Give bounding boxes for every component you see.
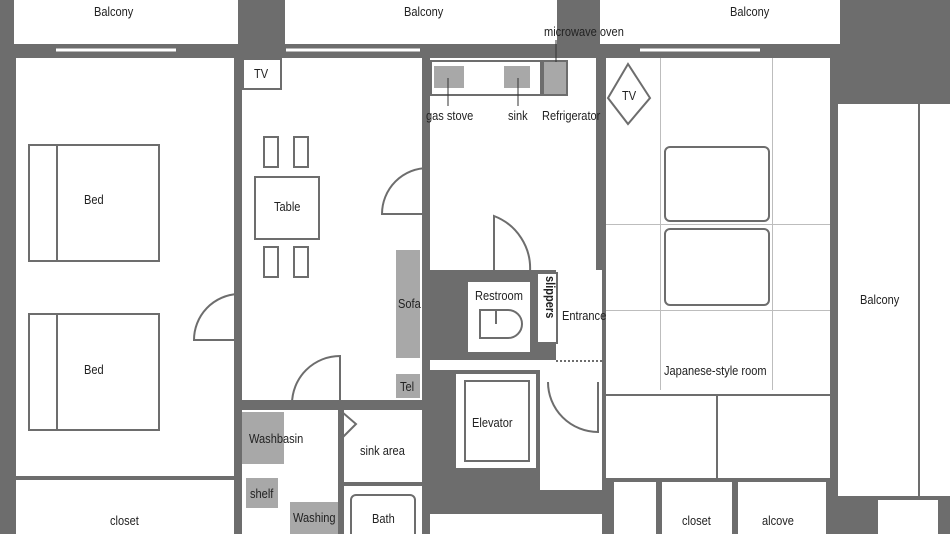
washbasin-fixture [242,412,284,464]
label-elevator: Elevator [472,415,513,430]
bathtub [350,494,416,534]
sofa [396,250,420,358]
tatami-h2 [606,310,830,311]
washing-machine [290,502,338,534]
label-gas-stove: gas stove [426,108,474,123]
door-swing-sink [341,411,358,439]
alcove-area [738,482,826,534]
label-bed-bottom: Bed [84,362,104,377]
futon-top [664,146,770,222]
label-shelf: shelf [250,486,274,501]
gas-stove-fixture [434,66,464,88]
label-alcove: alcove [762,513,794,528]
tatami-h1 [606,224,830,225]
label-washing: Washing [293,510,336,525]
tatami-v3 [716,394,718,478]
futon-bottom [664,228,770,306]
bottom-right-edge [878,500,938,534]
label-sink: sink [508,108,528,123]
label-balcony-left: Balcony [94,4,134,19]
toilet-icon [479,309,523,339]
dining-room [242,58,422,400]
shelf-fixture [246,478,278,508]
label-japanese-room: Japanese-style room [664,363,767,378]
balcony-strip [918,104,938,496]
bedroom [16,58,234,476]
elevator-car [464,380,530,462]
label-bed-top: Bed [84,192,104,207]
kitchen [430,58,596,270]
label-slippers: slippers [543,276,558,319]
bottom-corridor [430,514,602,534]
label-balcony-right-side: Balcony [860,292,900,307]
sliding-door-dining [425,168,427,228]
label-restroom: Restroom [475,288,523,303]
closet-right-area [662,482,732,534]
door-swing-dining [380,167,429,215]
label-sink-area: sink area [360,443,405,458]
sink-fixture [504,66,530,88]
balcony-right-top-area [600,0,840,44]
label-sofa: Sofa [398,296,421,311]
chair-2 [293,136,309,168]
tatami-h3 [606,394,830,396]
tv-cabinet [242,58,282,90]
balcony-left-area [14,0,238,44]
threshold-entrance [556,360,602,362]
sink-area-room [344,410,422,482]
label-microwave: microwave oven [544,24,624,39]
label-tv-japanese: TV [622,88,637,103]
door-swing-entrance [547,381,599,434]
label-washbasin: Washbasin [249,431,304,446]
label-tv-dining: TV [254,66,269,81]
label-entrance: Entrance [562,308,607,323]
label-closet-left: closet [110,513,139,528]
label-balcony-right-top: Balcony [730,4,770,19]
bottom-left-closet-strip [614,482,656,534]
threshold-restroom [494,276,534,278]
elevator-floor [456,374,536,468]
door-swing-bedroom [192,293,239,341]
door-swing-wash [291,354,341,405]
closet-left-area [16,480,234,534]
dark-block-top-right [846,0,950,104]
japanese-room-area [606,58,830,478]
dining-table [254,176,320,240]
refrigerator-fixture [542,60,568,96]
label-refrigerator: Refrigerator [542,108,601,123]
label-bath: Bath [372,511,395,526]
slippers-box [536,272,558,344]
bed-top [28,144,160,262]
balcony-center-area [285,0,557,44]
kitchen-counter [430,60,542,96]
tv-japanese-diamond [606,62,652,126]
balcony-window-right [832,200,834,280]
label-tel: Tel [400,379,415,394]
label-table: Table [274,199,301,214]
chair-4 [293,246,309,278]
chair-3 [263,246,279,278]
bed-bottom-pillow-line [56,313,58,431]
label-balcony-center: Balcony [404,4,444,19]
threshold-wash [292,406,342,408]
door-swing-restroom [493,214,532,273]
bed-bottom [28,313,160,431]
sliding-door-bedroom [238,296,240,346]
label-closet-right: closet [682,513,711,528]
chair-1 [263,136,279,168]
bed-top-pillow-line [56,144,58,262]
telephone [396,374,420,398]
